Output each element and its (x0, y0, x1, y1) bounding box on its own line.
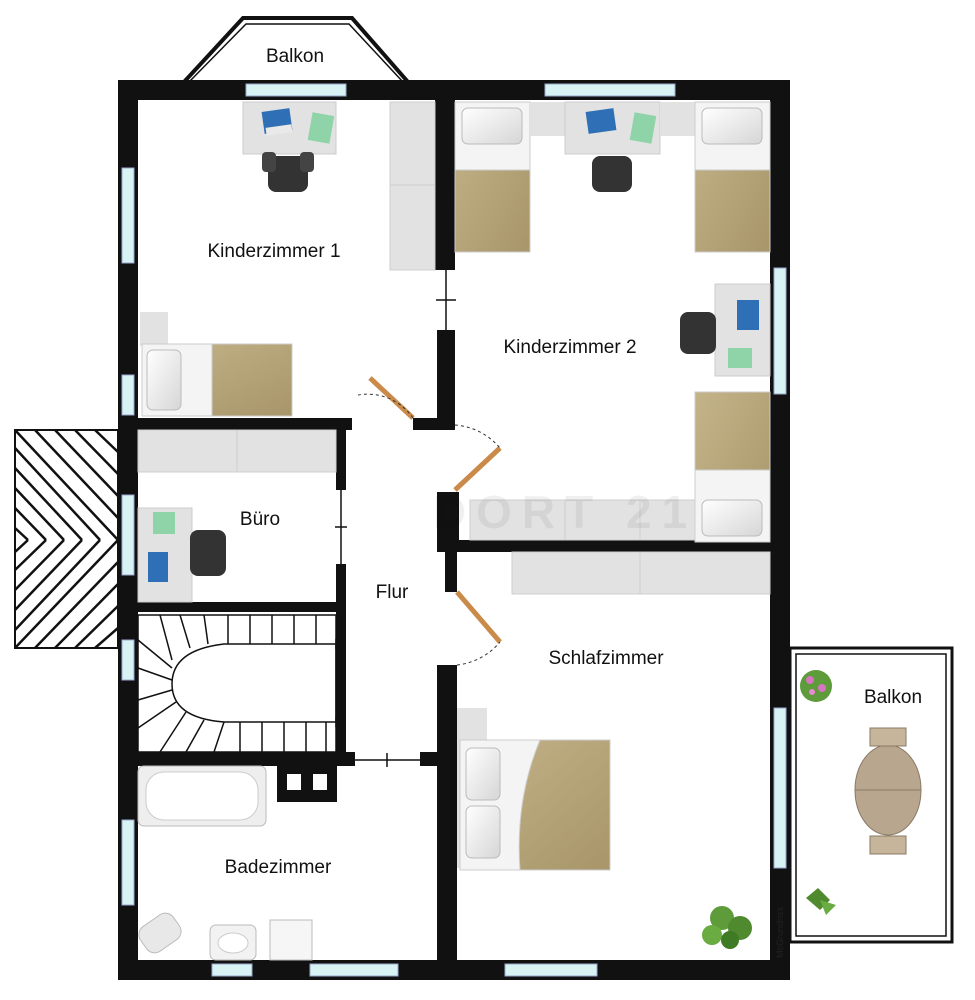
buero-furniture (137, 429, 337, 603)
label-balkon-top: Balkon (265, 46, 325, 67)
flower-pot-icon (800, 670, 832, 702)
kinderzimmer-2-furniture (454, 101, 771, 543)
doors (335, 270, 502, 767)
label-kinderzimmer-1: Kinderzimmer 1 (207, 241, 341, 262)
label-schlafzimmer: Schlafzimmer (548, 648, 664, 669)
label-flur: Flur (375, 582, 409, 603)
plant-icon (702, 906, 752, 949)
label-kinderzimmer-2: Kinderzimmer 2 (503, 337, 637, 358)
credit-text: McGrundriss (775, 906, 785, 958)
schlafzimmer-furniture (457, 551, 771, 949)
plant-icon (806, 888, 836, 915)
watermark: DORT 21 (432, 486, 698, 538)
chimney (277, 766, 337, 802)
kinderzimmer-1-furniture (140, 101, 436, 417)
windows (121, 83, 787, 977)
label-badezimmer: Badezimmer (224, 857, 332, 878)
badezimmer-fixtures (137, 765, 313, 961)
label-buero: Büro (239, 509, 281, 530)
balcony-furniture (800, 670, 922, 915)
interior-stairs (137, 614, 346, 753)
outer-stairs (14, 429, 119, 649)
label-balkon-right: Balkon (863, 687, 923, 708)
